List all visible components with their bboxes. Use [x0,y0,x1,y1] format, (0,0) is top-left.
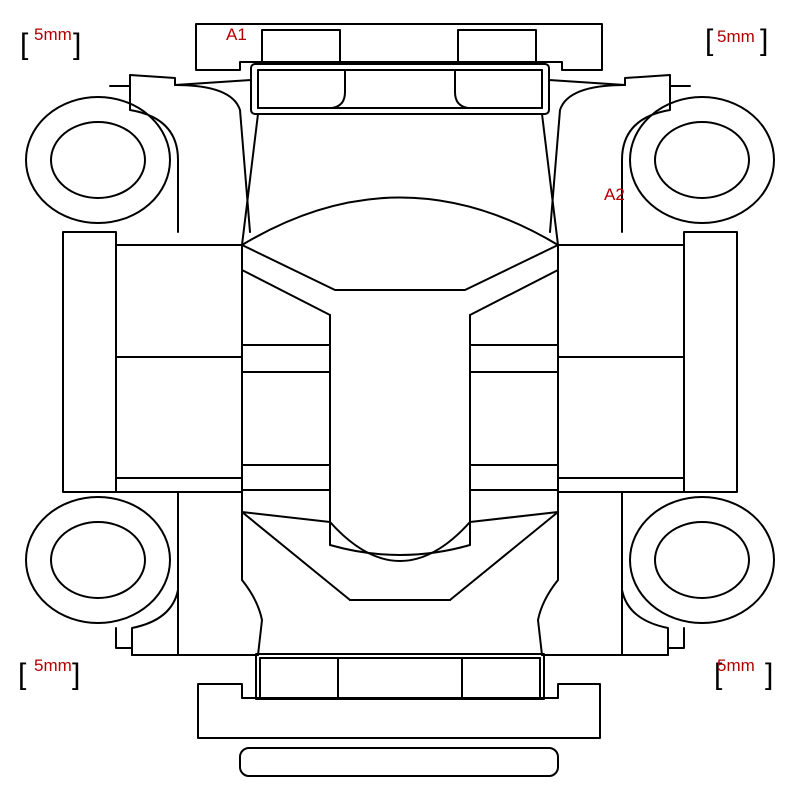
label-a1: A1 [226,25,247,44]
left-pillars [241,344,331,491]
rear-underbar [239,747,559,777]
label-a2: A2 [604,185,625,204]
rear-bumper [197,683,601,739]
rear-right-wheel [621,491,775,656]
bracket-open-icon: [ [705,24,714,57]
bracket-close-icon: ] [765,658,774,691]
right-pillars [469,344,559,491]
front-grille [250,63,550,115]
bracket-close-icon: ] [73,28,82,61]
bracket-open-icon: [ [18,658,27,691]
hood [241,113,559,246]
right-side-panels [557,231,738,493]
scale-text-bottom-left: 5mm [34,656,72,675]
front-right-fender [548,74,691,233]
scale-text-top-left: 5mm [34,25,72,44]
rear-right-fender [541,589,685,656]
rear-window [241,491,559,601]
front-left-wheel [25,85,179,233]
rear-left-fender [115,589,259,656]
rear-lights [255,653,545,700]
windshield [241,244,559,316]
trunk-lid [241,511,559,656]
bracket-open-icon: [ [714,658,723,691]
rear-left-wheel [25,491,179,656]
front-bumper [195,23,603,71]
bracket-close-icon: ] [760,24,769,57]
front-left-fender [109,74,252,233]
scale-text-bottom-right: 5mm [717,656,755,675]
front-right-wheel [621,85,775,233]
roof [329,314,471,556]
bracket-open-icon: [ [20,28,29,61]
bracket-close-icon: ] [72,658,81,691]
scale-text-top-right: 5mm [717,27,755,46]
left-side-panels [62,231,243,493]
